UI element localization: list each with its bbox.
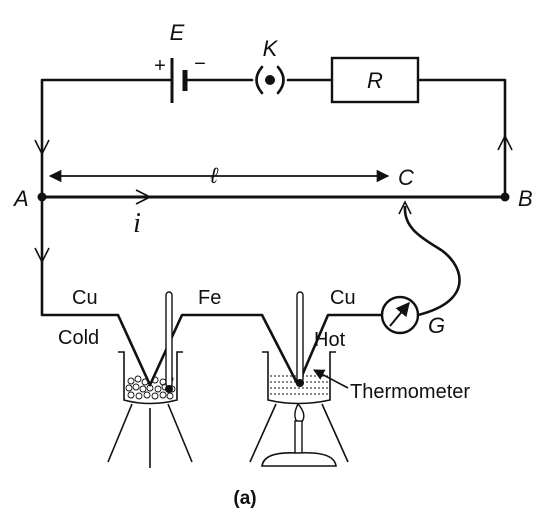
cold-thermometer-icon: [165, 291, 173, 393]
jockey-arrow: [398, 200, 412, 215]
cu-left-label: Cu: [72, 287, 98, 309]
cold-beaker: [107, 351, 193, 468]
length-label: ℓ: [209, 163, 218, 188]
key-icon: [255, 65, 285, 95]
emf-label: E: [170, 20, 185, 45]
point-b-dot: [500, 192, 510, 202]
resistor-icon: [330, 56, 420, 104]
hot-label: Hot: [314, 329, 346, 351]
wire-left-top: [40, 78, 172, 199]
point-b-label: B: [518, 186, 533, 211]
resistor-label: R: [367, 68, 383, 93]
hot-thermometer-icon: [296, 291, 304, 387]
primary-circuit: [34, 56, 513, 205]
thermometer-pointer: [313, 369, 349, 389]
thermocouple-circuit: [34, 195, 461, 468]
plus-label: +: [154, 55, 166, 77]
galvanometer-label: G: [428, 313, 445, 338]
current-arrow: [135, 189, 152, 205]
arrow-down-left-top: [34, 139, 50, 156]
fe-label: Fe: [198, 287, 221, 309]
figure-caption: (a): [233, 488, 256, 509]
arrow-up-right: [497, 134, 513, 151]
current-label: i: [133, 208, 141, 239]
jockey-wire: [403, 205, 461, 317]
point-c-label: C: [398, 165, 414, 190]
wire-cu-left: [40, 195, 152, 387]
thermometer-label: Thermometer: [350, 381, 470, 403]
burner-icon: [261, 402, 337, 467]
wire-right: [416, 78, 507, 199]
point-a-label: A: [12, 186, 29, 211]
cold-label: Cold: [58, 327, 99, 349]
galvanometer-icon: [380, 295, 420, 335]
minus-label: −: [194, 53, 206, 75]
arrow-down-left-bottom: [34, 247, 50, 264]
wire-cu-right: [296, 313, 384, 387]
cell-icon: [170, 58, 188, 103]
cu-right-label: Cu: [330, 287, 356, 309]
key-label: K: [263, 36, 279, 61]
